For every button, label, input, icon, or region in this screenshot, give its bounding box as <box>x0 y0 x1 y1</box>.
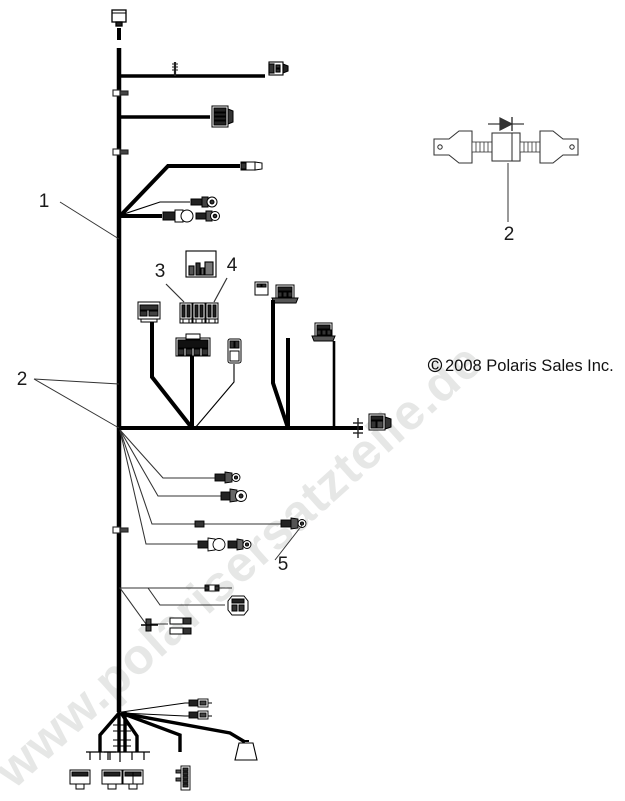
trunk-tap-152 <box>112 148 129 156</box>
bullet-terminal-lead-4-icon <box>197 537 252 552</box>
callout-1-label: 1 <box>39 191 50 212</box>
diode-schematic-symbol <box>488 117 524 131</box>
splice-marker-76 <box>172 62 178 76</box>
center-sleeve-markers <box>113 724 131 747</box>
copyright-text: 2008 Polaris Sales Inc. <box>445 357 614 375</box>
connector-2pin-vertical-icon <box>227 338 242 364</box>
diode-right-barrel <box>519 141 541 153</box>
callout-2-right-label: 2 <box>504 224 515 245</box>
callout-2-left-label: 2 <box>17 369 28 390</box>
callout-3-leader <box>165 283 185 303</box>
bullet-pair-terminal-icon <box>162 209 220 223</box>
bullet-terminal-lead-3-icon <box>194 517 307 530</box>
diode-left-barrel <box>471 141 493 153</box>
fuse-mini-b-icon <box>192 302 206 324</box>
connector-2pin-icon <box>268 61 289 76</box>
bottom-lead-terminal-a-icon <box>188 698 209 708</box>
relay-block-icon <box>185 250 217 278</box>
callout-1-leader <box>59 201 120 240</box>
ring-eyelet-terminal-icon <box>190 196 218 208</box>
callout-3-label: 3 <box>155 261 166 282</box>
junction-215-group <box>119 164 240 218</box>
bullet-terminal-icon-166 <box>240 161 263 171</box>
splice-marker-428 <box>353 418 363 438</box>
diode-right-blade <box>539 130 579 164</box>
copyright-c-glyph: c <box>431 356 439 374</box>
bottom-lead-terminal-b-icon <box>188 710 209 720</box>
bullet-terminal-lead-2-icon <box>220 488 247 503</box>
inline-fuse-holder-icon <box>204 584 220 592</box>
connector-6pin-c-icon <box>311 322 336 342</box>
connector-small-square-icon <box>254 281 269 296</box>
trunk-tap-530 <box>112 526 129 534</box>
light-socket-icon <box>234 740 258 761</box>
fuse-mini-c-icon <box>205 302 219 324</box>
rake-terminal-center-icon <box>104 751 150 762</box>
round-connector-icon <box>227 595 249 616</box>
connector-4pin-icon <box>137 301 161 323</box>
bullet-terminal-lead-1-icon <box>214 471 241 484</box>
diode-assembly-group <box>433 130 579 164</box>
callout-5-label: 5 <box>278 554 289 575</box>
callout-4-leader <box>213 277 228 303</box>
fuse-mini-a-icon <box>179 302 193 324</box>
rake-terminal-left-icon <box>86 751 116 760</box>
trunk-tap-93 <box>112 89 129 97</box>
bottom-connector-strip-icon <box>175 765 191 791</box>
bottom-fanout-group <box>98 702 246 752</box>
branch-row-117 <box>119 105 234 128</box>
drop-wires-to-bus <box>150 300 336 430</box>
bottom-connector-b-icon <box>101 769 123 790</box>
spade-terminal-pair-icon <box>141 617 192 635</box>
diode-left-blade <box>433 130 473 164</box>
horizontal-bus-428 <box>119 413 392 438</box>
callout-2-left-leaders <box>33 378 120 429</box>
branch-row-76 <box>119 61 289 78</box>
callout-5-leader <box>274 523 304 561</box>
bottom-connector-a-icon <box>69 769 91 790</box>
connector-right-edge-icon <box>368 413 392 431</box>
connector-6pin-icon <box>211 105 234 128</box>
copyright-block: c 2008 Polaris Sales Inc. <box>427 356 614 375</box>
copyright-circle-icon <box>427 357 443 373</box>
bottom-connector-c-icon <box>122 769 144 790</box>
connector-multi-wide-icon <box>175 333 211 357</box>
callout-5-fan-group <box>119 429 281 545</box>
ring-terminal-icon <box>111 9 127 27</box>
callout-4-label: 4 <box>227 255 238 276</box>
diode-band <box>511 132 521 162</box>
connector-6pin-b-icon <box>271 284 299 304</box>
